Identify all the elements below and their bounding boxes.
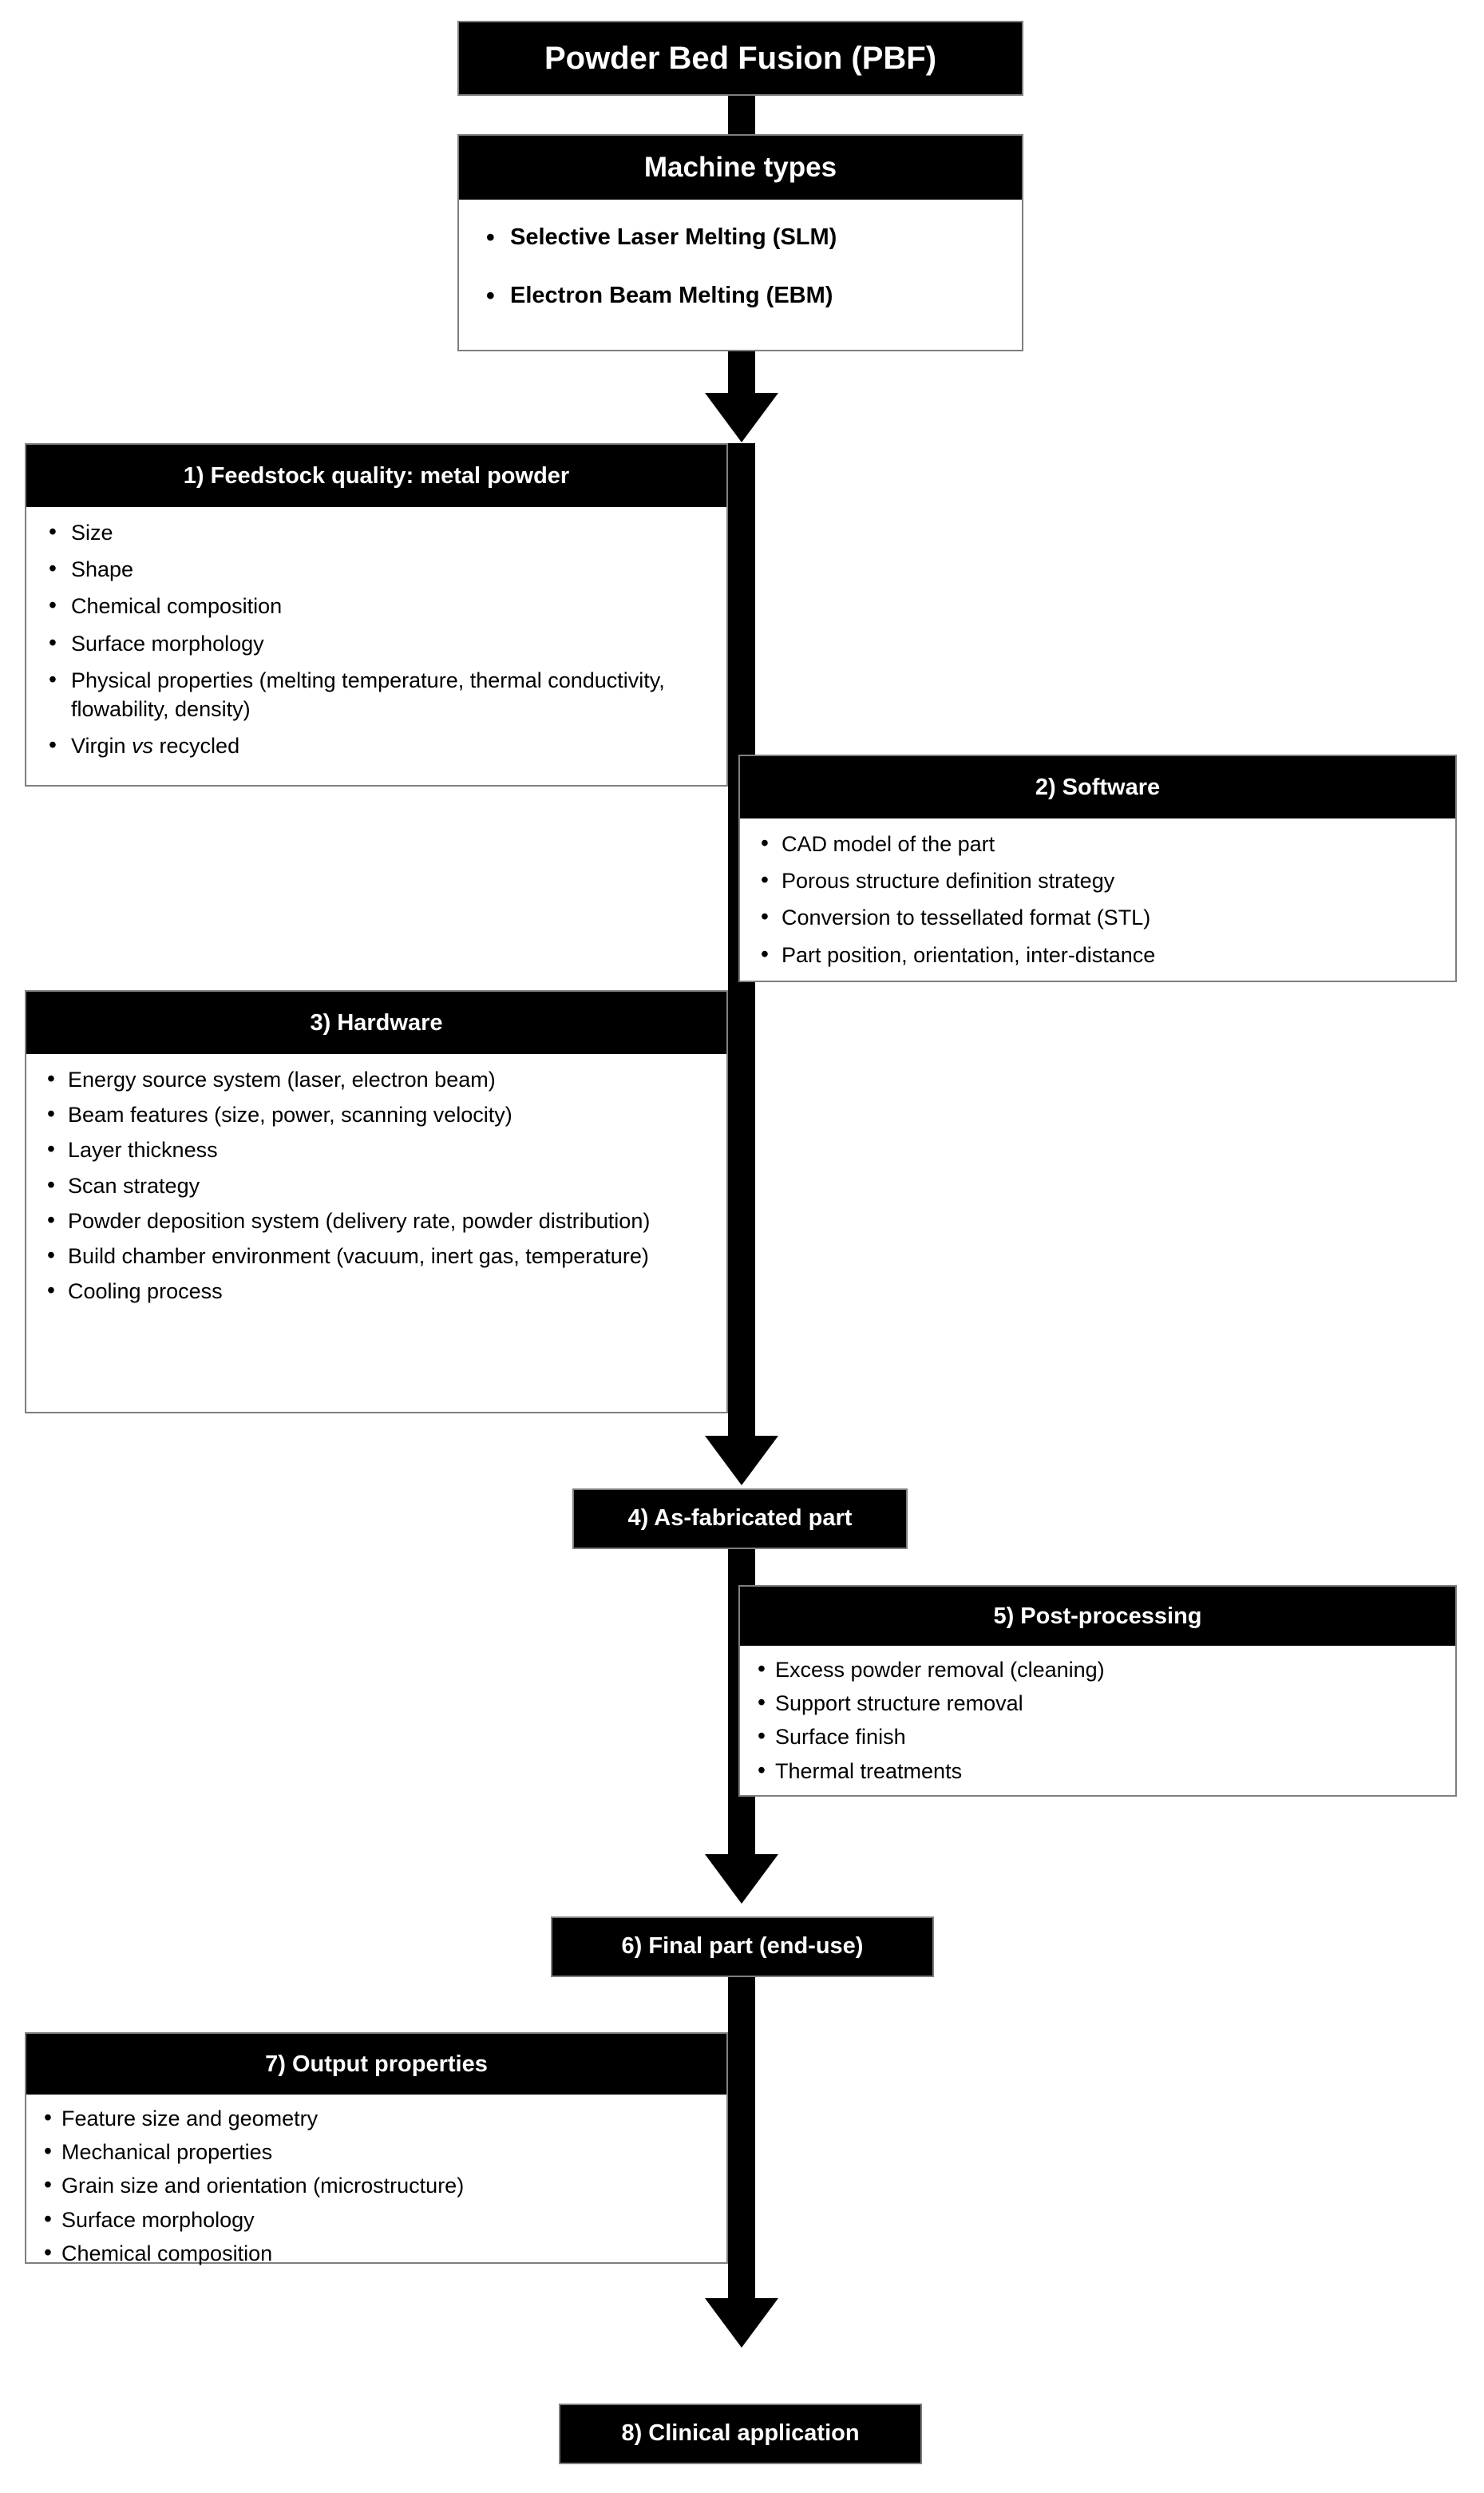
list-item: Porous structure definition strategy: [754, 866, 1441, 896]
node-hardware[interactable]: 3) Hardware Energy source system (laser,…: [25, 990, 728, 1413]
list-item: Selective Laser Melting (SLM): [473, 221, 1007, 254]
node-post-processing-header: 5) Post-processing: [738, 1585, 1457, 1646]
list-item: Grain size and orientation (microstructu…: [41, 2170, 712, 2201]
output-properties-list: Feature size and geometry Mechanical pro…: [41, 2103, 712, 2269]
list-item-virgin-vs-recycled: Virgin vs recycled: [41, 731, 712, 761]
node-machine-types-body: Selective Laser Melting (SLM) Electron B…: [457, 200, 1023, 351]
node-hardware-header: 3) Hardware: [25, 990, 728, 1054]
node-post-processing[interactable]: 5) Post-processing Excess powder removal…: [738, 1585, 1457, 1797]
list-item: Size: [41, 517, 712, 548]
list-item: Chemical composition: [41, 591, 712, 621]
node-post-processing-body: Excess powder removal (cleaning) Support…: [738, 1646, 1457, 1797]
virgin-suffix: recycled: [153, 734, 240, 759]
arrowhead-to-final-part: [705, 1854, 778, 1904]
list-item: Layer thickness: [41, 1135, 712, 1165]
list-item: Excess powder removal (cleaning): [754, 1655, 1441, 1685]
connector-final-part-to-clinical-stem: [728, 1976, 755, 2303]
node-as-fabricated-part-label: 4) As-fabricated part: [627, 1505, 853, 1532]
node-feedstock-quality-body: Size Shape Chemical composition Surface …: [25, 507, 728, 787]
node-output-properties[interactable]: 7) Output properties Feature size and ge…: [25, 2032, 728, 2269]
connector-pbf-to-machine-types: [728, 94, 755, 137]
list-item: Thermal treatments: [754, 1756, 1441, 1786]
node-as-fabricated-part[interactable]: 4) As-fabricated part: [572, 1488, 908, 1549]
node-powder-bed-fusion[interactable]: Powder Bed Fusion (PBF): [457, 21, 1023, 96]
node-software[interactable]: 2) Software CAD model of the part Porous…: [738, 755, 1457, 982]
feedstock-quality-list: Size Shape Chemical composition Surface …: [41, 517, 712, 761]
node-machine-types-header: Machine types: [457, 134, 1023, 200]
list-item: Physical properties (melting temperature…: [41, 665, 712, 723]
list-item: CAD model of the part: [754, 829, 1441, 859]
node-powder-bed-fusion-label: Powder Bed Fusion (PBF): [544, 41, 937, 76]
node-software-header: 2) Software: [738, 755, 1457, 818]
node-clinical-application-label: 8) Clinical application: [621, 2420, 860, 2447]
list-item: Support structure removal: [754, 1688, 1441, 1718]
node-feedstock-quality-header: 1) Feedstock quality: metal powder: [25, 443, 728, 507]
list-item: Build chamber environment (vacuum, inert…: [41, 1241, 712, 1271]
list-item: Scan strategy: [41, 1171, 712, 1201]
list-item: Energy source system (laser, electron be…: [41, 1064, 712, 1095]
list-item: Surface morphology: [41, 628, 712, 659]
node-output-properties-body: Feature size and geometry Mechanical pro…: [25, 2095, 728, 2269]
node-final-part-label: 6) Final part (end-use): [621, 1933, 864, 1960]
software-list: CAD model of the part Porous structure d…: [754, 829, 1441, 970]
machine-types-list: Selective Laser Melting (SLM) Electron B…: [473, 221, 1007, 312]
virgin-vs-italic: vs: [132, 734, 154, 759]
node-clinical-application[interactable]: 8) Clinical application: [559, 2404, 922, 2464]
arrowhead-to-clinical-application: [705, 2298, 778, 2348]
list-item: Beam features (size, power, scanning vel…: [41, 1100, 712, 1130]
list-item: Chemical composition: [41, 2238, 712, 2269]
list-item: Shape: [41, 554, 712, 585]
node-output-properties-header: 7) Output properties: [25, 2032, 728, 2095]
node-software-body: CAD model of the part Porous structure d…: [738, 818, 1457, 982]
arrowhead-to-as-fabricated-part: [705, 1436, 778, 1485]
post-processing-list: Excess powder removal (cleaning) Support…: [754, 1655, 1441, 1786]
arrowhead-machine-types-to-feedstock: [705, 393, 778, 442]
node-feedstock-quality[interactable]: 1) Feedstock quality: metal powder Size …: [25, 443, 728, 787]
virgin-prefix: Virgin: [71, 734, 133, 759]
list-item: Feature size and geometry: [41, 2103, 712, 2134]
list-item: Surface morphology: [41, 2205, 712, 2235]
list-item: Conversion to tessellated format (STL): [754, 902, 1441, 933]
list-item: Mechanical properties: [41, 2137, 712, 2167]
hardware-list: Energy source system (laser, electron be…: [41, 1064, 712, 1306]
list-item: Part position, orientation, inter-distan…: [754, 940, 1441, 970]
node-hardware-body: Energy source system (laser, electron be…: [25, 1054, 728, 1413]
list-item: Surface finish: [754, 1722, 1441, 1752]
node-final-part[interactable]: 6) Final part (end-use): [551, 1916, 934, 1977]
node-machine-types[interactable]: Machine types Selective Laser Melting (S…: [457, 134, 1023, 351]
connector-machine-types-to-feedstock-stem: [728, 350, 755, 398]
list-item: Cooling process: [41, 1276, 712, 1306]
list-item: Electron Beam Melting (EBM): [473, 279, 1007, 312]
list-item: Powder deposition system (delivery rate,…: [41, 1206, 712, 1236]
